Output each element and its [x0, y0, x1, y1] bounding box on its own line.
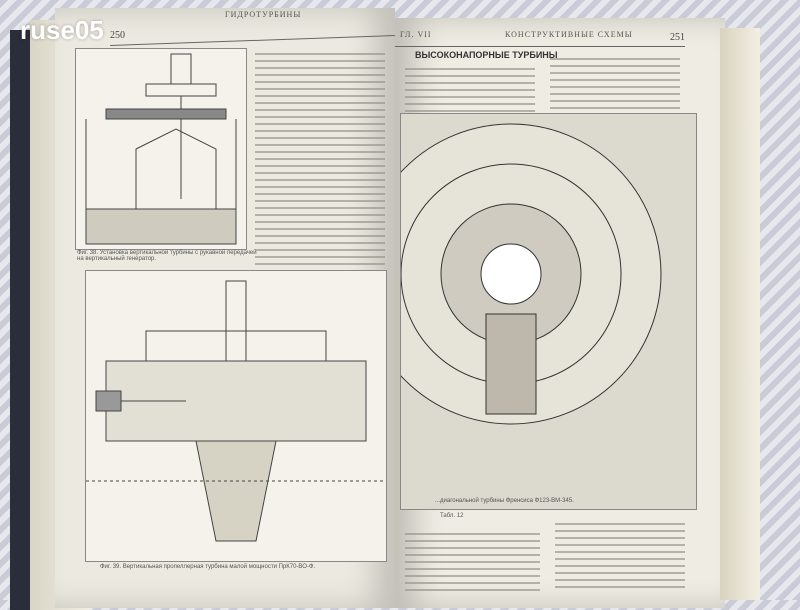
- table-label: Табл. 12: [440, 513, 464, 519]
- section-heading: ВЫСОКОНАПОРНЫЕ ТУРБИНЫ: [415, 50, 558, 60]
- running-head: ГИДРОТУРБИНЫ: [225, 10, 302, 19]
- figure-caption: ...диагональной турбины Френсиса Ф123-ВМ…: [435, 498, 574, 504]
- chapter-label: ГЛ. VII: [400, 30, 432, 39]
- running-head: КОНСТРУКТИВНЫЕ СХЕМЫ: [505, 30, 633, 39]
- watermark: ruse05: [20, 15, 104, 45]
- figure-francis-turbine: [360, 113, 697, 510]
- left-text-column: [255, 53, 385, 298]
- left-page: 250 ГИДРОТУРБИНЫ Фиг. 38. Установка верт…: [55, 8, 395, 608]
- figure-propeller-turbine: [85, 270, 387, 562]
- right-text-column-3: [405, 533, 540, 596]
- header-rule: [110, 35, 395, 46]
- page-edges-right: [720, 28, 760, 600]
- right-page: ГЛ. VII КОНСТРУКТИВНЫЕ СХЕМЫ 251 ВЫСОКОН…: [360, 18, 725, 608]
- right-text-column-4: [555, 523, 685, 593]
- figure-turbine-installation: [75, 48, 247, 250]
- figure1-caption: Фиг. 38. Установка вертикальной турбины …: [77, 250, 257, 262]
- header-rule: [395, 46, 685, 47]
- page-number: 250: [110, 30, 125, 41]
- page-number: 251: [670, 32, 685, 43]
- figure2-caption: Фиг. 39. Вертикальная пропеллерная турби…: [100, 564, 316, 570]
